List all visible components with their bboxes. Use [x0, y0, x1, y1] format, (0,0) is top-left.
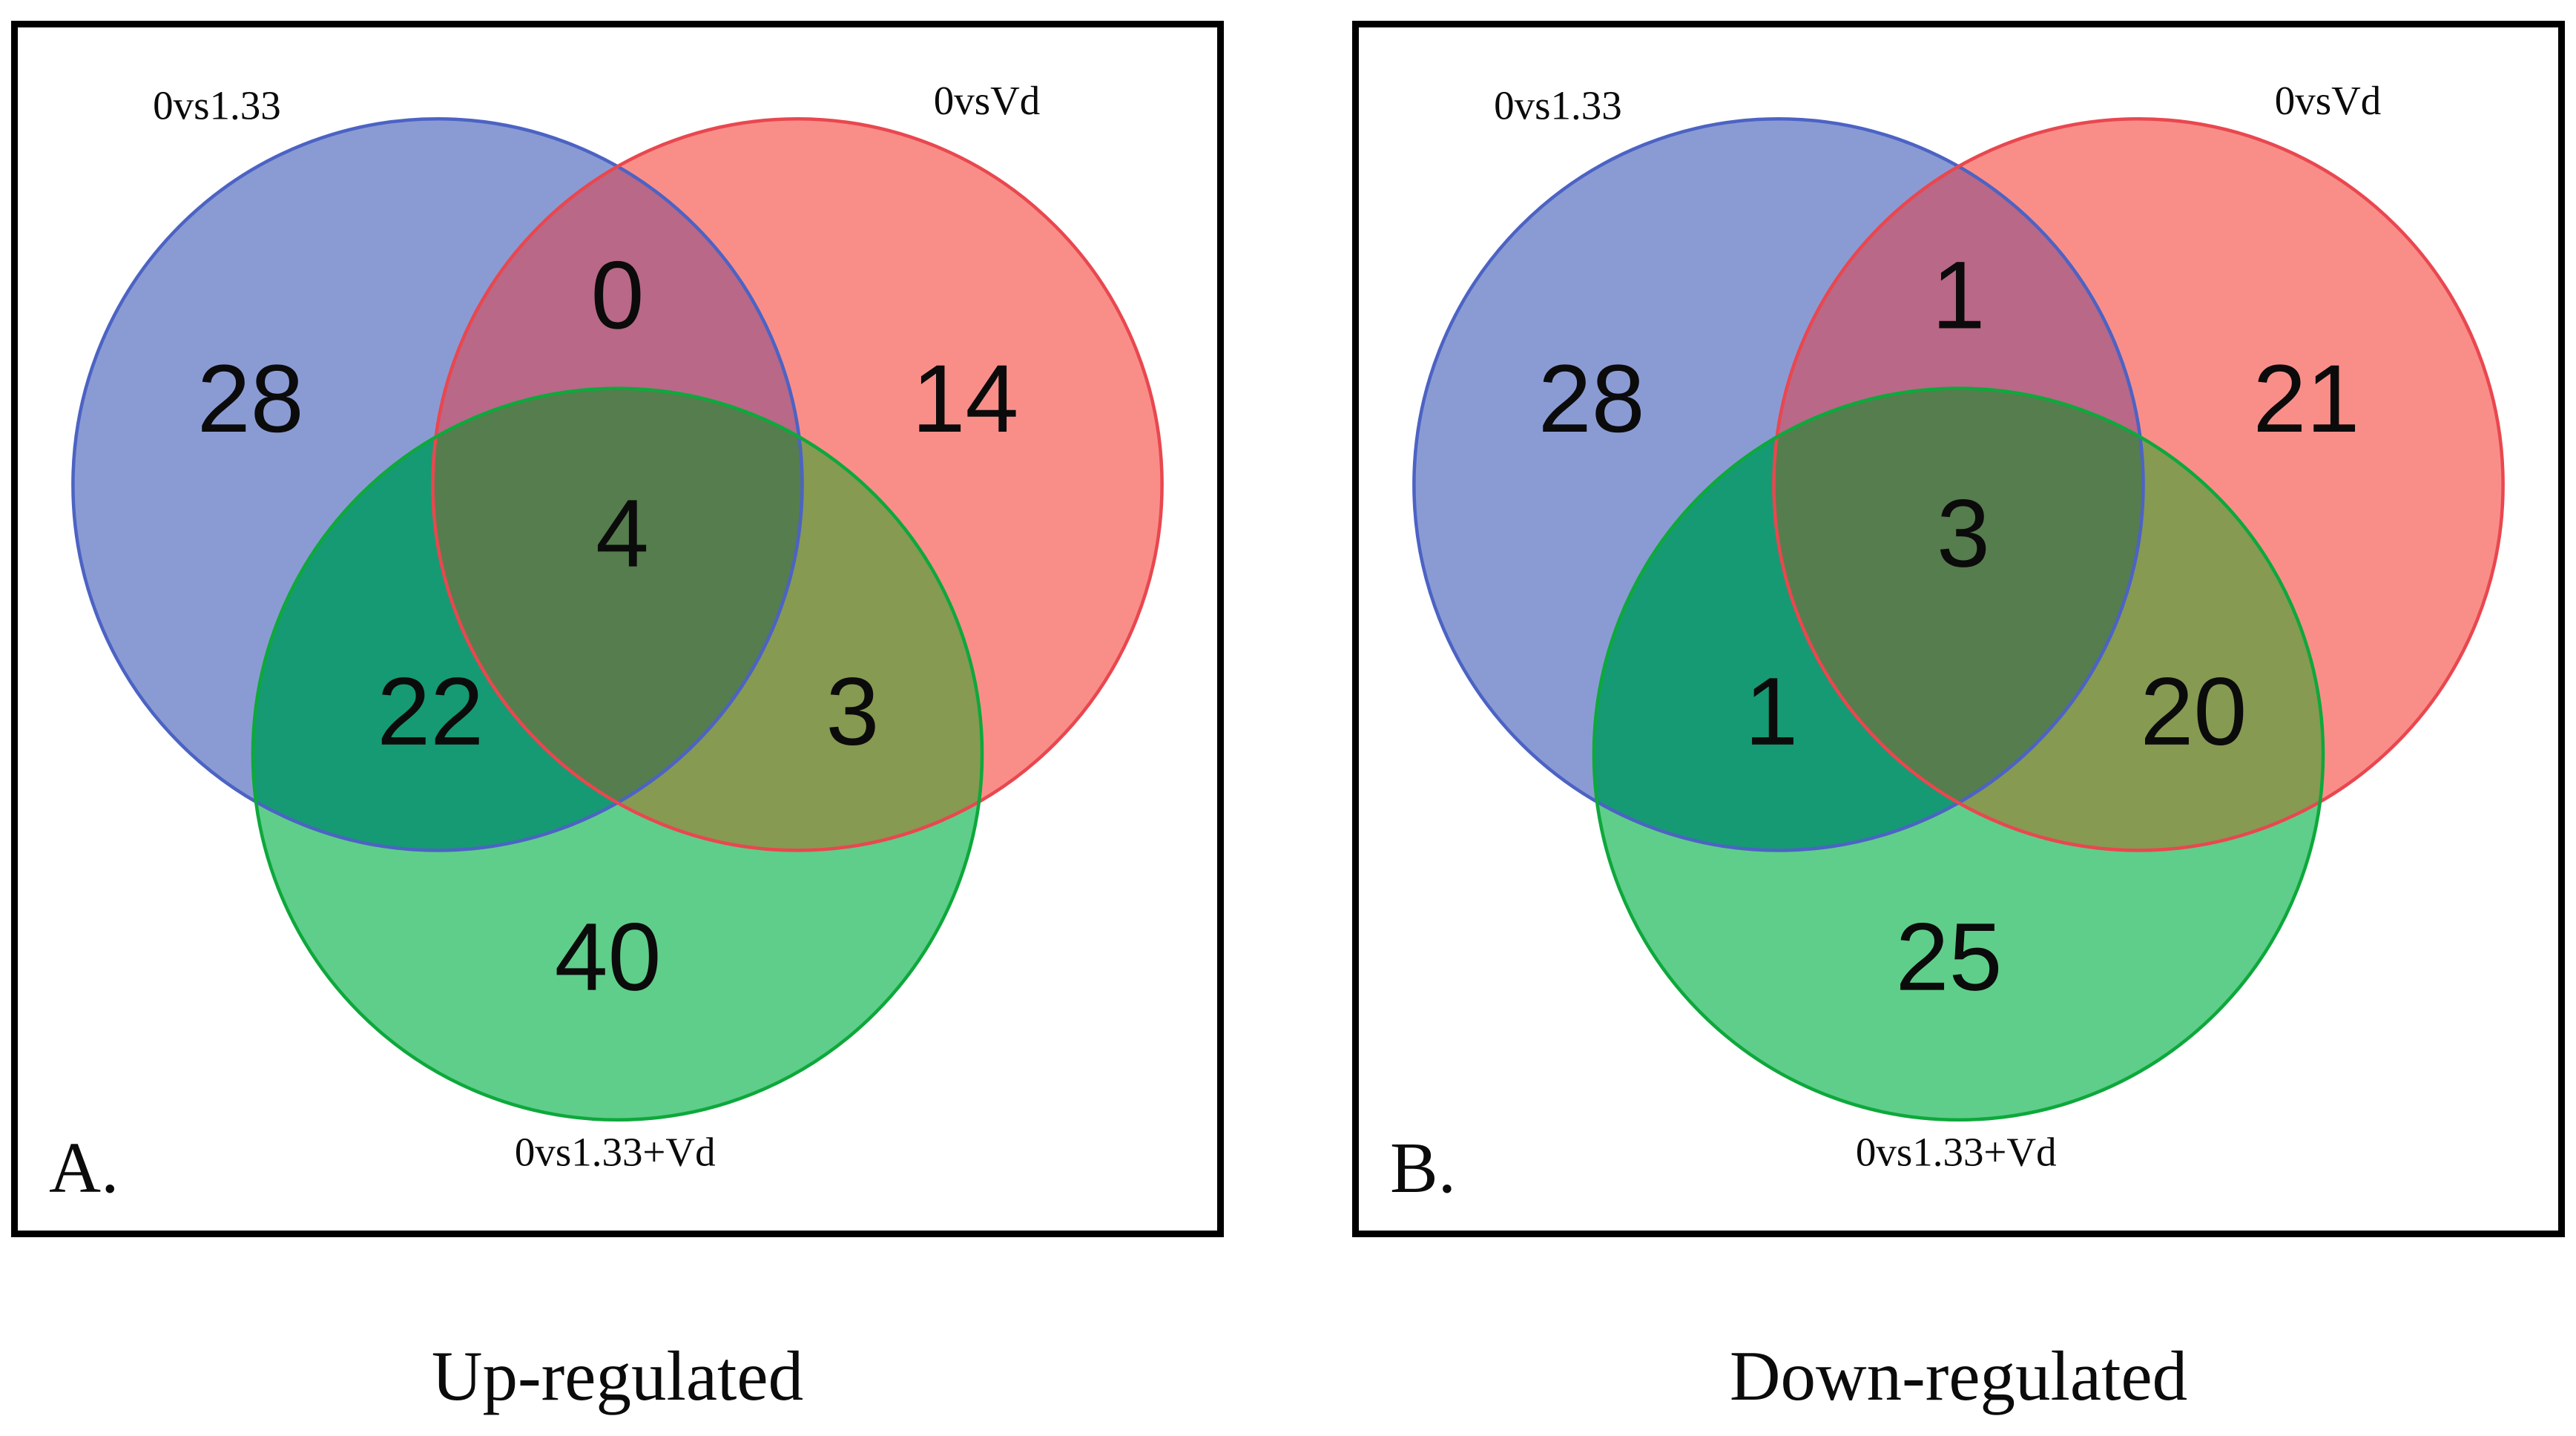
count-blue-red: 0: [591, 242, 645, 349]
count-blue-green: 1: [1745, 659, 1798, 765]
blue-set-label: 0vs1.33: [1494, 82, 1622, 128]
green-set-label: 0vs1.33+Vd: [515, 1129, 716, 1174]
venn-diagram-b: 0vs1.33 0vsVd 0vs1.33+Vd B. 28 1 21 3 1 …: [1390, 78, 2505, 1208]
panel-letter: A.: [49, 1128, 119, 1208]
red-set-label: 0vsVd: [934, 78, 1041, 123]
count-red-green: 20: [2140, 659, 2247, 765]
count-blue-green: 22: [377, 659, 484, 765]
blue-circle-edge: [1412, 117, 2145, 852]
green-circle-edge: [1592, 386, 2325, 1122]
green-set-label: 0vs1.33+Vd: [1856, 1129, 2057, 1174]
caption-up-regulated: Up-regulated: [431, 1337, 804, 1415]
count-blue-only: 28: [197, 346, 304, 452]
count-green-only: 40: [555, 903, 662, 1010]
count-center: 3: [1937, 480, 1990, 587]
count-center: 4: [596, 480, 649, 587]
red-circle-edge: [431, 117, 1164, 852]
blue-circle-edge: [71, 117, 804, 852]
count-blue-red: 1: [1932, 242, 1986, 349]
count-red-green: 3: [826, 659, 879, 765]
blue-set-label: 0vs1.33: [153, 82, 281, 128]
caption-down-regulated: Down-regulated: [1729, 1337, 2188, 1415]
count-red-only: 14: [912, 346, 1018, 452]
red-set-label: 0vsVd: [2275, 78, 2382, 123]
panel-letter: B.: [1390, 1128, 1456, 1208]
count-blue-only: 28: [1538, 346, 1645, 452]
panel-a-up-regulated: 0vs1.33 0vsVd 0vs1.33+Vd A. 28 0 14 4 22…: [11, 21, 1224, 1237]
green-circle-edge: [251, 386, 984, 1122]
venn-diagram-a: 0vs1.33 0vsVd 0vs1.33+Vd A. 28 0 14 4 22…: [49, 78, 1164, 1208]
count-red-only: 21: [2253, 346, 2359, 452]
red-circle-edge: [1772, 117, 2505, 852]
panel-b-down-regulated: 0vs1.33 0vsVd 0vs1.33+Vd B. 28 1 21 3 1 …: [1352, 21, 2565, 1237]
count-green-only: 25: [1896, 903, 2003, 1010]
